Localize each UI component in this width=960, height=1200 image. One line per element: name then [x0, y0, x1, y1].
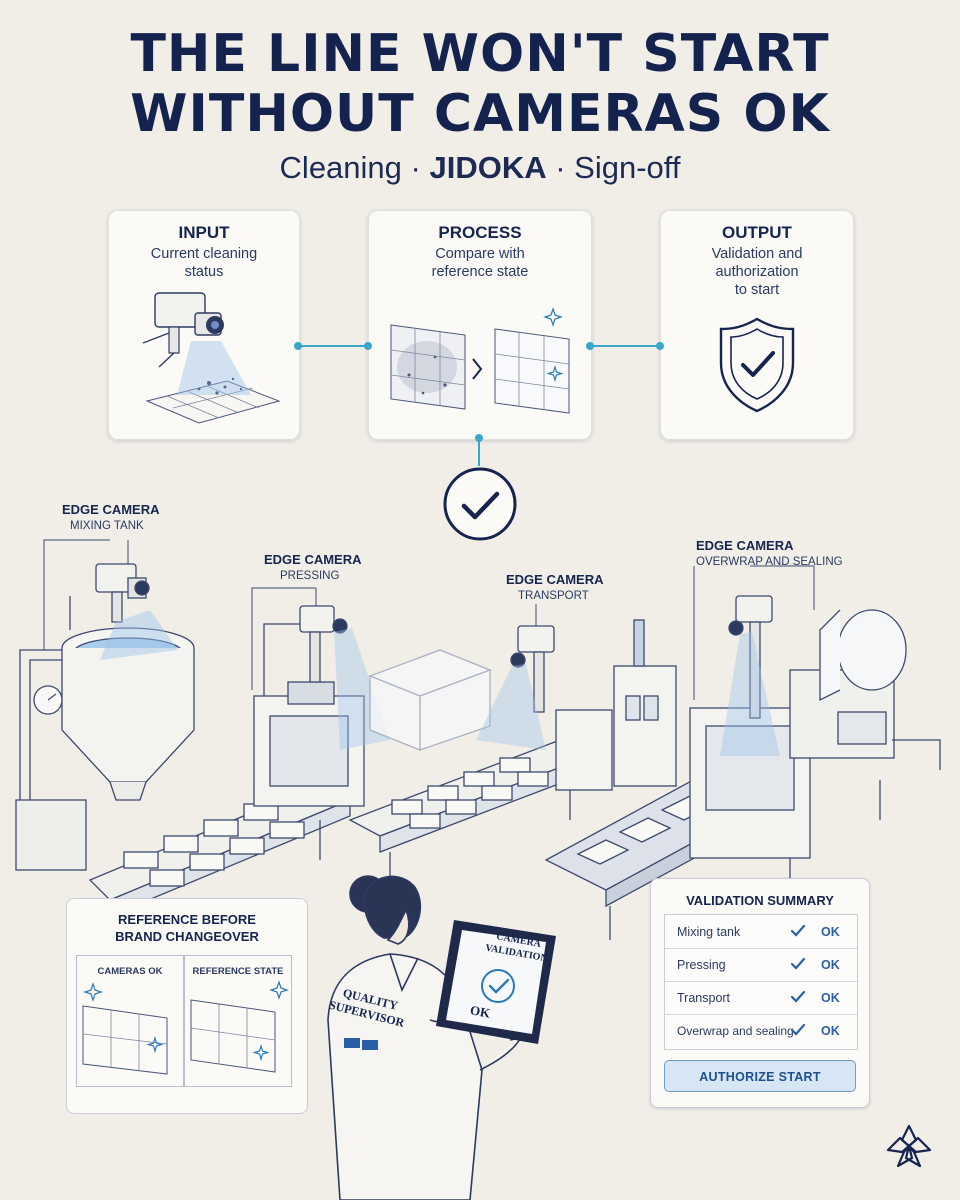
- logo-icon: [886, 1124, 932, 1168]
- validation-row-status: OK: [821, 958, 840, 972]
- reference-cameras-ok: CAMERAS OK: [76, 955, 184, 1087]
- camera-label-transport: EDGE CAMERA TRANSPORT: [506, 572, 604, 602]
- reference-title-line-1: REFERENCE BEFORE: [118, 912, 256, 927]
- camera-on-surface-icon: [142, 292, 281, 424]
- validation-row: Transport OK: [665, 981, 857, 1015]
- check-circle-icon: [443, 467, 517, 541]
- check-icon: [790, 957, 806, 970]
- process-card: PROCESS Compare with reference state: [368, 210, 592, 440]
- camera-label-mixing: EDGE CAMERA MIXING TANK: [62, 502, 160, 532]
- validation-row: Overwrap and sealing OK: [665, 1014, 857, 1047]
- title-line-2: WITHOUT CAMERAS OK: [130, 84, 830, 144]
- tablet-device: [436, 920, 556, 1044]
- input-desc-line-2: status: [184, 264, 224, 280]
- output-desc-line-1: Validation and: [711, 246, 803, 262]
- validation-row-name: Mixing tank: [677, 925, 741, 939]
- input-desc-line-1: Current cleaning: [150, 246, 258, 262]
- camera-label-location: MIXING TANK: [70, 520, 144, 532]
- validation-row-name: Transport: [677, 991, 731, 1005]
- comparison-grids-icon: [390, 307, 570, 414]
- process-card-desc: Compare with reference state: [379, 245, 581, 281]
- shield-check-icon: [719, 317, 795, 413]
- camera-label-pressing: EDGE CAMERA PRESSING: [264, 552, 362, 582]
- reference-grid-icon: [190, 980, 289, 1073]
- output-card: OUTPUT Validation and authorization to s…: [660, 210, 854, 440]
- validation-row-name: Overwrap and sealing: [677, 1024, 794, 1038]
- input-card-title: INPUT: [178, 223, 230, 242]
- check-icon: [790, 924, 806, 937]
- output-card-title: OUTPUT: [722, 223, 792, 242]
- production-line-illustration: [15, 539, 941, 940]
- camera-label-title: EDGE CAMERA: [696, 538, 794, 553]
- validation-row: Pressing OK: [665, 948, 857, 982]
- process-card-title: PROCESS: [438, 223, 522, 242]
- title-line-1: THE LINE WON'T START: [130, 24, 830, 84]
- subtitle-part-1: Cleaning ·: [279, 150, 430, 185]
- page-title: THE LINE WON'T START WITHOUT CAMERAS OK: [0, 24, 960, 144]
- reference-left-label: CAMERAS OK: [97, 966, 163, 977]
- subtitle-part-2: · Sign-off: [546, 150, 681, 185]
- validation-row: Mixing tank OK: [665, 915, 857, 949]
- check-icon: [790, 1023, 806, 1036]
- validation-row-status: OK: [821, 991, 840, 1005]
- reference-state: REFERENCE STATE: [184, 955, 292, 1087]
- validation-summary-title: VALIDATION SUMMARY: [686, 893, 834, 908]
- camera-label-location: OVERWRAP AND SEALING: [696, 556, 843, 568]
- clean-grid-icon: [82, 982, 168, 1075]
- process-desc-line-1: Compare with: [435, 246, 525, 262]
- camera-label-location: PRESSING: [280, 570, 340, 582]
- authorize-start-button[interactable]: AUTHORIZE START: [664, 1060, 856, 1092]
- reference-right-label: REFERENCE STATE: [192, 966, 284, 977]
- subtitle: Cleaning · JIDOKA · Sign-off: [0, 150, 960, 186]
- validation-row-status: OK: [821, 1024, 840, 1038]
- camera-label-title: EDGE CAMERA: [62, 502, 160, 517]
- camera-label-overwrap: EDGE CAMERA OVERWRAP AND SEALING: [696, 538, 843, 568]
- reference-panel-title: REFERENCE BEFORE BRAND CHANGEOVER: [67, 911, 307, 945]
- reference-title-line-2: BRAND CHANGEOVER: [115, 929, 259, 944]
- validation-list: Mixing tank OK Pressing OK Transport OK …: [664, 914, 858, 1050]
- input-card-desc: Current cleaning status: [119, 245, 289, 281]
- output-card-desc: Validation and authorization to start: [671, 245, 843, 299]
- input-card: INPUT Current cleaning status: [108, 210, 300, 440]
- tablet-status: OK: [468, 1002, 492, 1021]
- output-desc-line-2: authorization: [715, 264, 799, 280]
- camera-label-location: TRANSPORT: [518, 590, 589, 602]
- subtitle-jidoka: JIDOKA: [429, 150, 547, 185]
- output-desc-line-3: to start: [734, 282, 780, 298]
- camera-label-title: EDGE CAMERA: [264, 552, 362, 567]
- check-icon: [790, 990, 806, 1003]
- camera-label-title: EDGE CAMERA: [506, 572, 604, 587]
- process-desc-line-2: reference state: [431, 264, 529, 280]
- validation-row-name: Pressing: [677, 958, 726, 972]
- validation-row-status: OK: [821, 925, 840, 939]
